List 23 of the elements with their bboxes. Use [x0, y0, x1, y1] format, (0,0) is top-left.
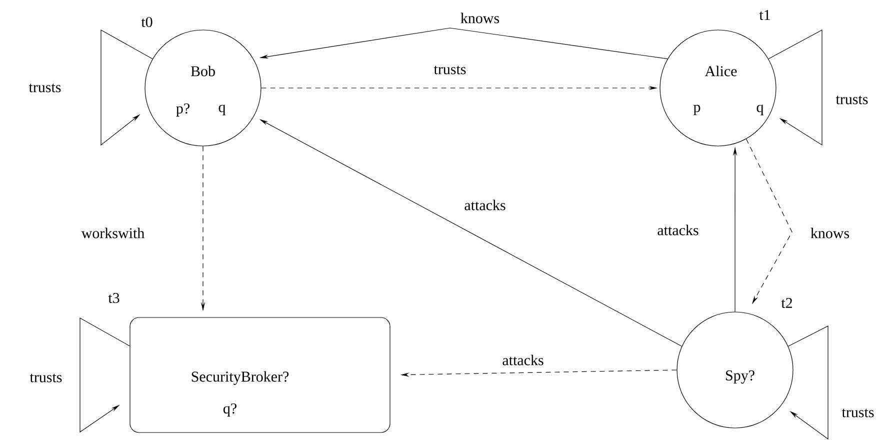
- edge-label: knows: [459, 12, 501, 24]
- edge-label: knows: [809, 226, 851, 240]
- edge-label: attacks: [501, 354, 545, 366]
- self-loop-arrow: [100, 29, 153, 146]
- node-tag: t1: [759, 10, 770, 20]
- node-tag: t0: [141, 16, 152, 28]
- node-tag: t3: [108, 292, 120, 304]
- edge-label: trusts: [432, 64, 468, 76]
- edge-label: trusts: [834, 94, 870, 106]
- self-loop-arrow: [768, 30, 822, 146]
- edge-label: workswith: [80, 226, 146, 240]
- edge-label: trusts: [28, 82, 62, 94]
- circle-node: Spy?: [676, 312, 794, 428]
- circle-node: Alice p q: [660, 30, 776, 146]
- circle-node: Bob p? q: [144, 30, 262, 146]
- self-loop-arrow: [80, 318, 130, 433]
- edge-label: trusts: [840, 408, 876, 418]
- edge-label: attacks: [656, 224, 700, 236]
- node-tag: t2: [781, 298, 792, 308]
- rounded-box: SecurityBroker? q?: [130, 317, 390, 433]
- self-loop-arrow: [788, 326, 828, 440]
- edge-label: trusts: [28, 372, 64, 384]
- edge-label: attacks: [463, 198, 507, 212]
